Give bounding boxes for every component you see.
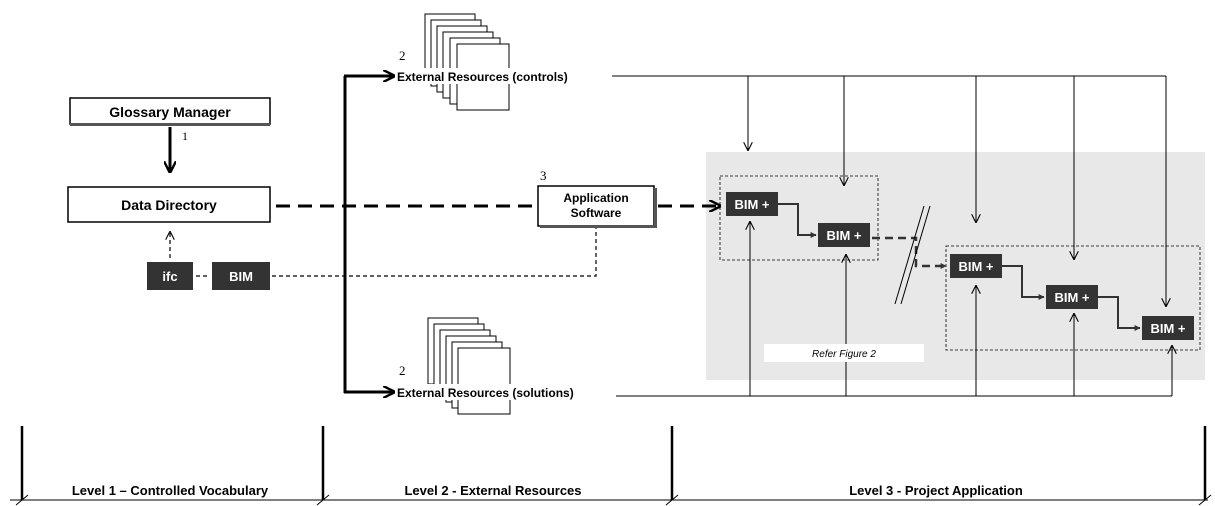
- bim-to-application-dashed: [272, 228, 597, 277]
- bim-step-4-5: [1098, 296, 1141, 331]
- solutions-document-stack-icon: [427, 317, 511, 415]
- number-3: 3: [540, 168, 547, 183]
- application-software-box: Application Software: [537, 185, 657, 228]
- application-software-label-2: Software: [571, 206, 622, 220]
- bim-plus-box-1: BIM +: [726, 192, 778, 216]
- number-2-controls: 2: [399, 48, 406, 63]
- bim-plus-label-4: BIM +: [1054, 290, 1089, 305]
- bim-plus-box-3: BIM +: [950, 254, 1002, 278]
- level-2-label: Level 2 - External Resources: [404, 483, 581, 498]
- bim-plus-label-2: BIM +: [826, 228, 861, 243]
- level-bar: [10, 426, 1212, 506]
- break-mark-1: [894, 205, 925, 305]
- bim-plus-label-5: BIM +: [1150, 321, 1185, 336]
- data-directory-box: Data Directory: [67, 186, 271, 223]
- bim-step-1-2: [778, 203, 817, 238]
- application-software-label-1: Application: [563, 191, 628, 205]
- glossary-manager-box: Glossary Manager: [69, 97, 271, 126]
- bim-step-3-4: [1002, 265, 1045, 300]
- controls-document-stack-icon: [424, 13, 510, 111]
- bim-plus-label-1: BIM +: [734, 197, 769, 212]
- level-3-label: Level 3 - Project Application: [849, 483, 1023, 498]
- ifc-label: ifc: [162, 269, 177, 284]
- bim-plus-box-2: BIM +: [818, 223, 870, 247]
- data-directory-label: Data Directory: [121, 197, 217, 213]
- bim-box: BIM: [212, 262, 270, 290]
- ifc-box: ifc: [147, 262, 193, 290]
- number-2-solutions: 2: [399, 363, 406, 378]
- bim-group-2: [945, 245, 1201, 351]
- refer-figure-box: [764, 344, 924, 362]
- bim-label: BIM: [229, 269, 253, 284]
- external-controls-label: External Resources (controls): [397, 70, 568, 84]
- bim-plus-label-3: BIM +: [958, 259, 993, 274]
- bim-plus-box-4: BIM +: [1046, 285, 1098, 309]
- controls-label-bg: [396, 68, 606, 84]
- break-mark-2: [900, 205, 931, 305]
- number-1: 1: [182, 129, 188, 143]
- level-1-label: Level 1 – Controlled Vocabulary: [72, 483, 269, 498]
- external-solutions-label: External Resources (solutions): [397, 386, 574, 400]
- solutions-label-bg: [396, 384, 614, 400]
- refer-figure-label: Refer Figure 2: [812, 349, 876, 360]
- glossary-manager-label: Glossary Manager: [109, 104, 231, 120]
- bim-group-1: [719, 175, 879, 261]
- bim-plus-box-5: BIM +: [1142, 316, 1194, 340]
